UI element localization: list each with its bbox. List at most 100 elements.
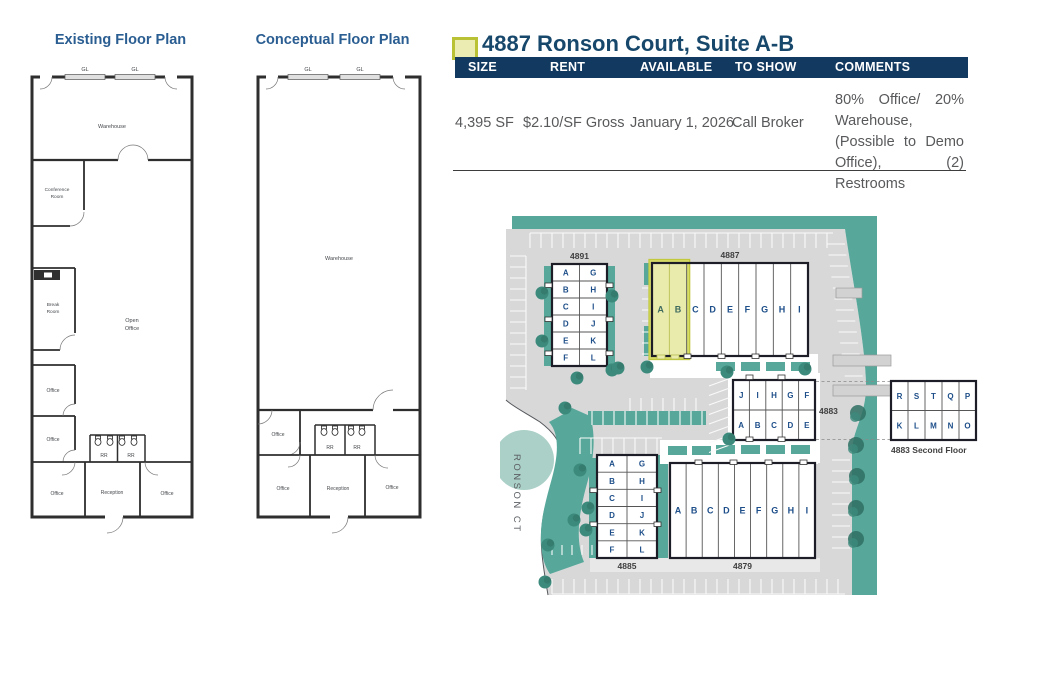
site-plan-text: L bbox=[914, 421, 919, 430]
door-arc bbox=[39, 76, 53, 90]
building-label: 4887 bbox=[721, 250, 740, 260]
rent-value: $2.10/SF Gross bbox=[523, 115, 625, 131]
storefront-glass bbox=[287, 74, 329, 80]
site-plan-text: K bbox=[590, 337, 596, 346]
rr-label: RR bbox=[100, 453, 108, 459]
site-plan-text: B bbox=[691, 506, 698, 516]
site-plan-text: K bbox=[897, 421, 903, 430]
door-arc bbox=[287, 454, 389, 469]
door-nub bbox=[777, 436, 786, 442]
site-plan-text: B bbox=[755, 421, 761, 430]
door-nub bbox=[729, 459, 738, 465]
conference-walls bbox=[32, 160, 85, 227]
parking-stalls bbox=[832, 459, 850, 549]
door-arc bbox=[164, 76, 178, 90]
door-nub bbox=[653, 487, 662, 493]
door-nub bbox=[683, 353, 692, 359]
comments-value: 80% Office/ 20% Warehouse, (Possible to … bbox=[835, 92, 964, 192]
tree-icon bbox=[720, 365, 734, 379]
site-plan-text: E bbox=[563, 337, 569, 346]
site-plan-text: C bbox=[771, 421, 777, 430]
site-plan-text: F bbox=[610, 545, 615, 554]
site-plan-text: C bbox=[707, 506, 714, 516]
table-divider bbox=[453, 170, 966, 171]
street-label: RONSON CT bbox=[511, 454, 522, 534]
site-plan-text: B bbox=[675, 305, 682, 315]
reception-label: Reception bbox=[327, 486, 350, 492]
storefront-glass bbox=[339, 74, 381, 80]
site-plan-text: I bbox=[592, 303, 594, 312]
site-plan-text: O bbox=[964, 421, 970, 430]
office-label: Office bbox=[161, 491, 174, 497]
door-nub-highlighted bbox=[656, 354, 666, 360]
stair-connector bbox=[832, 384, 892, 397]
double-door-arc bbox=[117, 144, 149, 161]
planter bbox=[791, 445, 810, 454]
tree-icon bbox=[535, 334, 549, 348]
landscape-strip bbox=[657, 455, 668, 558]
door-gap bbox=[393, 74, 405, 80]
door-gap bbox=[165, 74, 177, 80]
site-plan-text: K bbox=[639, 528, 645, 537]
break-room-label: Break bbox=[47, 302, 60, 308]
shrub-icon bbox=[849, 468, 865, 485]
landscape-top bbox=[512, 216, 877, 229]
tree-icon bbox=[541, 538, 555, 552]
site-plan-text: A bbox=[563, 269, 569, 278]
entry-door-arc bbox=[331, 516, 349, 534]
door-arc bbox=[372, 389, 394, 411]
open-office-label-2: Office bbox=[125, 326, 139, 332]
site-plan-text: C bbox=[609, 494, 615, 503]
site-plan-text: T bbox=[931, 392, 936, 401]
second-floor-link bbox=[816, 381, 891, 440]
landscape-strip bbox=[607, 266, 615, 366]
tree-icon bbox=[640, 360, 654, 374]
site-plan-text: F bbox=[745, 305, 751, 315]
listing-title: 4887 Ronson Court, Suite A-B bbox=[482, 31, 795, 56]
storefront-glass bbox=[114, 74, 156, 80]
site-plan-text: G bbox=[639, 460, 645, 469]
bottom-room-walls bbox=[32, 461, 192, 517]
site-plan-text: G bbox=[771, 506, 778, 516]
site-plan-text: N bbox=[948, 421, 954, 430]
site-plan-text: H bbox=[779, 305, 786, 315]
door-nub bbox=[589, 521, 598, 527]
col-rent: RENT bbox=[550, 60, 586, 74]
site-plan-text: L bbox=[591, 354, 596, 363]
site-plan-text: G bbox=[761, 305, 768, 315]
tree-icon bbox=[538, 575, 552, 589]
conference-label-2: Room bbox=[51, 194, 64, 200]
door-nub-highlighted bbox=[670, 354, 680, 360]
site-plan-text: D bbox=[563, 320, 569, 329]
site-plan-text: C bbox=[692, 305, 699, 315]
site-plan-text: J bbox=[591, 320, 595, 329]
conceptual-outer-wall bbox=[256, 75, 422, 519]
planter bbox=[766, 362, 785, 371]
toilet-fixtures bbox=[94, 435, 138, 446]
site-plan-text: J bbox=[640, 511, 644, 520]
tree-icon bbox=[722, 432, 736, 446]
site-plan-text: I bbox=[806, 506, 809, 516]
site-plan-text: H bbox=[590, 286, 596, 295]
site-plan-text: A bbox=[675, 506, 682, 516]
site-plan-text: L bbox=[640, 545, 645, 554]
rr-label: RR bbox=[326, 445, 334, 451]
listing-table-header: SIZE RENT AVAILABLE TO SHOW COMMENTS bbox=[455, 57, 968, 78]
office-label: Office bbox=[47, 437, 60, 443]
shrub-icon bbox=[848, 437, 864, 454]
tree-icon bbox=[581, 501, 595, 515]
col-size: SIZE bbox=[468, 60, 497, 74]
site-plan-text: E bbox=[727, 305, 733, 315]
tree-icon bbox=[579, 523, 593, 537]
door-arc bbox=[265, 76, 406, 90]
site-plan-text: F bbox=[563, 354, 568, 363]
available-value: January 1, 2026 bbox=[630, 115, 734, 131]
building-label: 4885 bbox=[618, 561, 637, 571]
site-plan-text: D bbox=[609, 511, 615, 520]
bottom-room-walls bbox=[258, 454, 420, 517]
stair-connector bbox=[835, 287, 863, 299]
sidewalk bbox=[590, 558, 820, 572]
